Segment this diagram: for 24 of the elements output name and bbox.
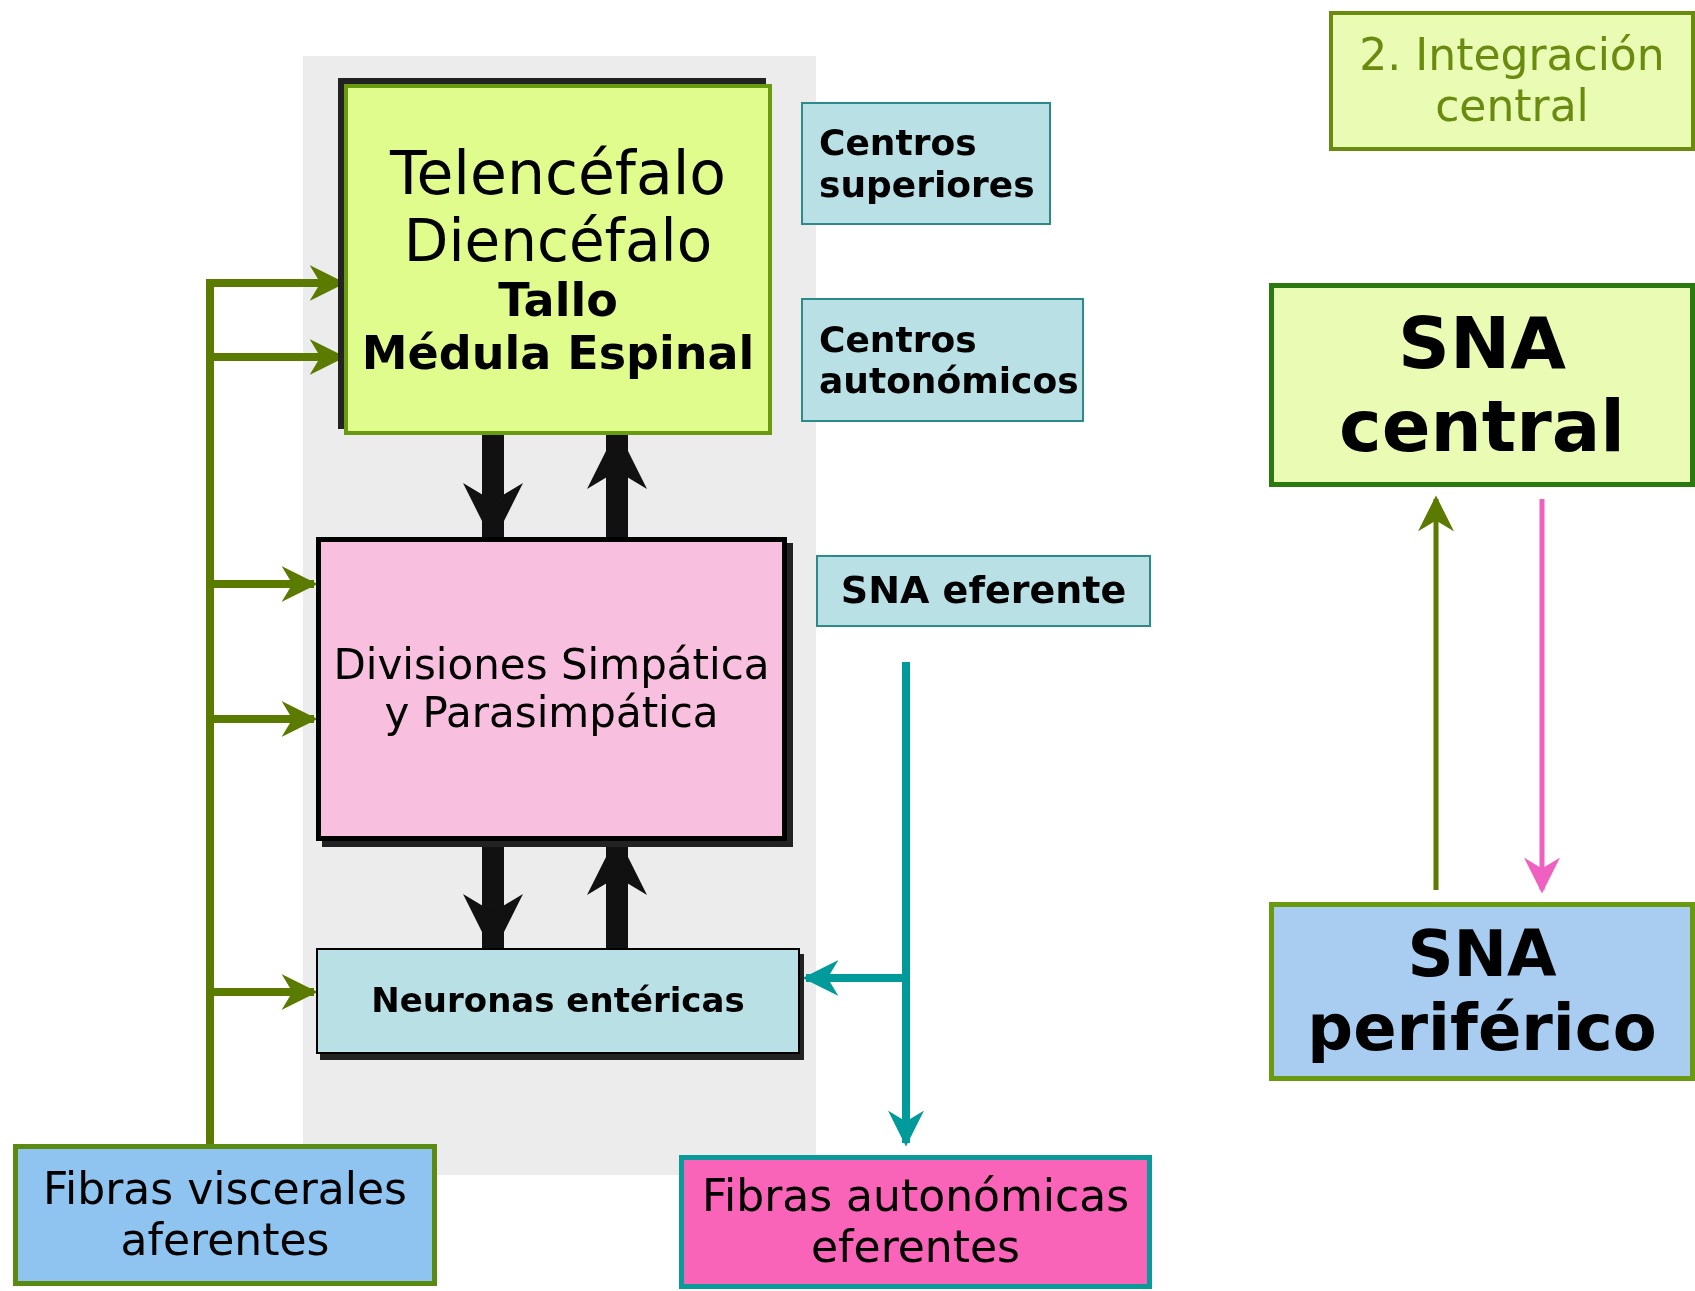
arrow [1418,495,1454,890]
label-box [816,555,1151,627]
node-text: Tallo [498,274,618,328]
node-text: Telencéfalo [389,138,727,208]
title-box [1329,11,1695,151]
node-text: Médula Espinal [361,327,755,381]
node-text: SNA central [1338,302,1626,468]
source-box [13,1144,437,1286]
node-text: 2. Integración central [1358,30,1666,132]
system-box [1269,902,1695,1081]
node-text: Centros autonómicos [819,318,1080,402]
system-box [1269,283,1695,487]
node-text: Diencéfalo [403,207,713,275]
label-box [801,298,1084,422]
node-text: Neuronas entéricas [371,981,745,1021]
arrow [1524,499,1560,894]
target-box [679,1155,1152,1289]
node-text: Fibras autonómicas eferentes [700,1171,1131,1273]
node-text: SNA periférico [1306,917,1658,1066]
node-text: SNA eferente [840,569,1127,613]
label-box [801,102,1051,225]
node-text: Fibras viscerales aferentes [42,1164,408,1266]
node-text: Centros superiores [819,122,1036,205]
node-text: Divisiones Simpática y Parasimpática [332,640,771,738]
